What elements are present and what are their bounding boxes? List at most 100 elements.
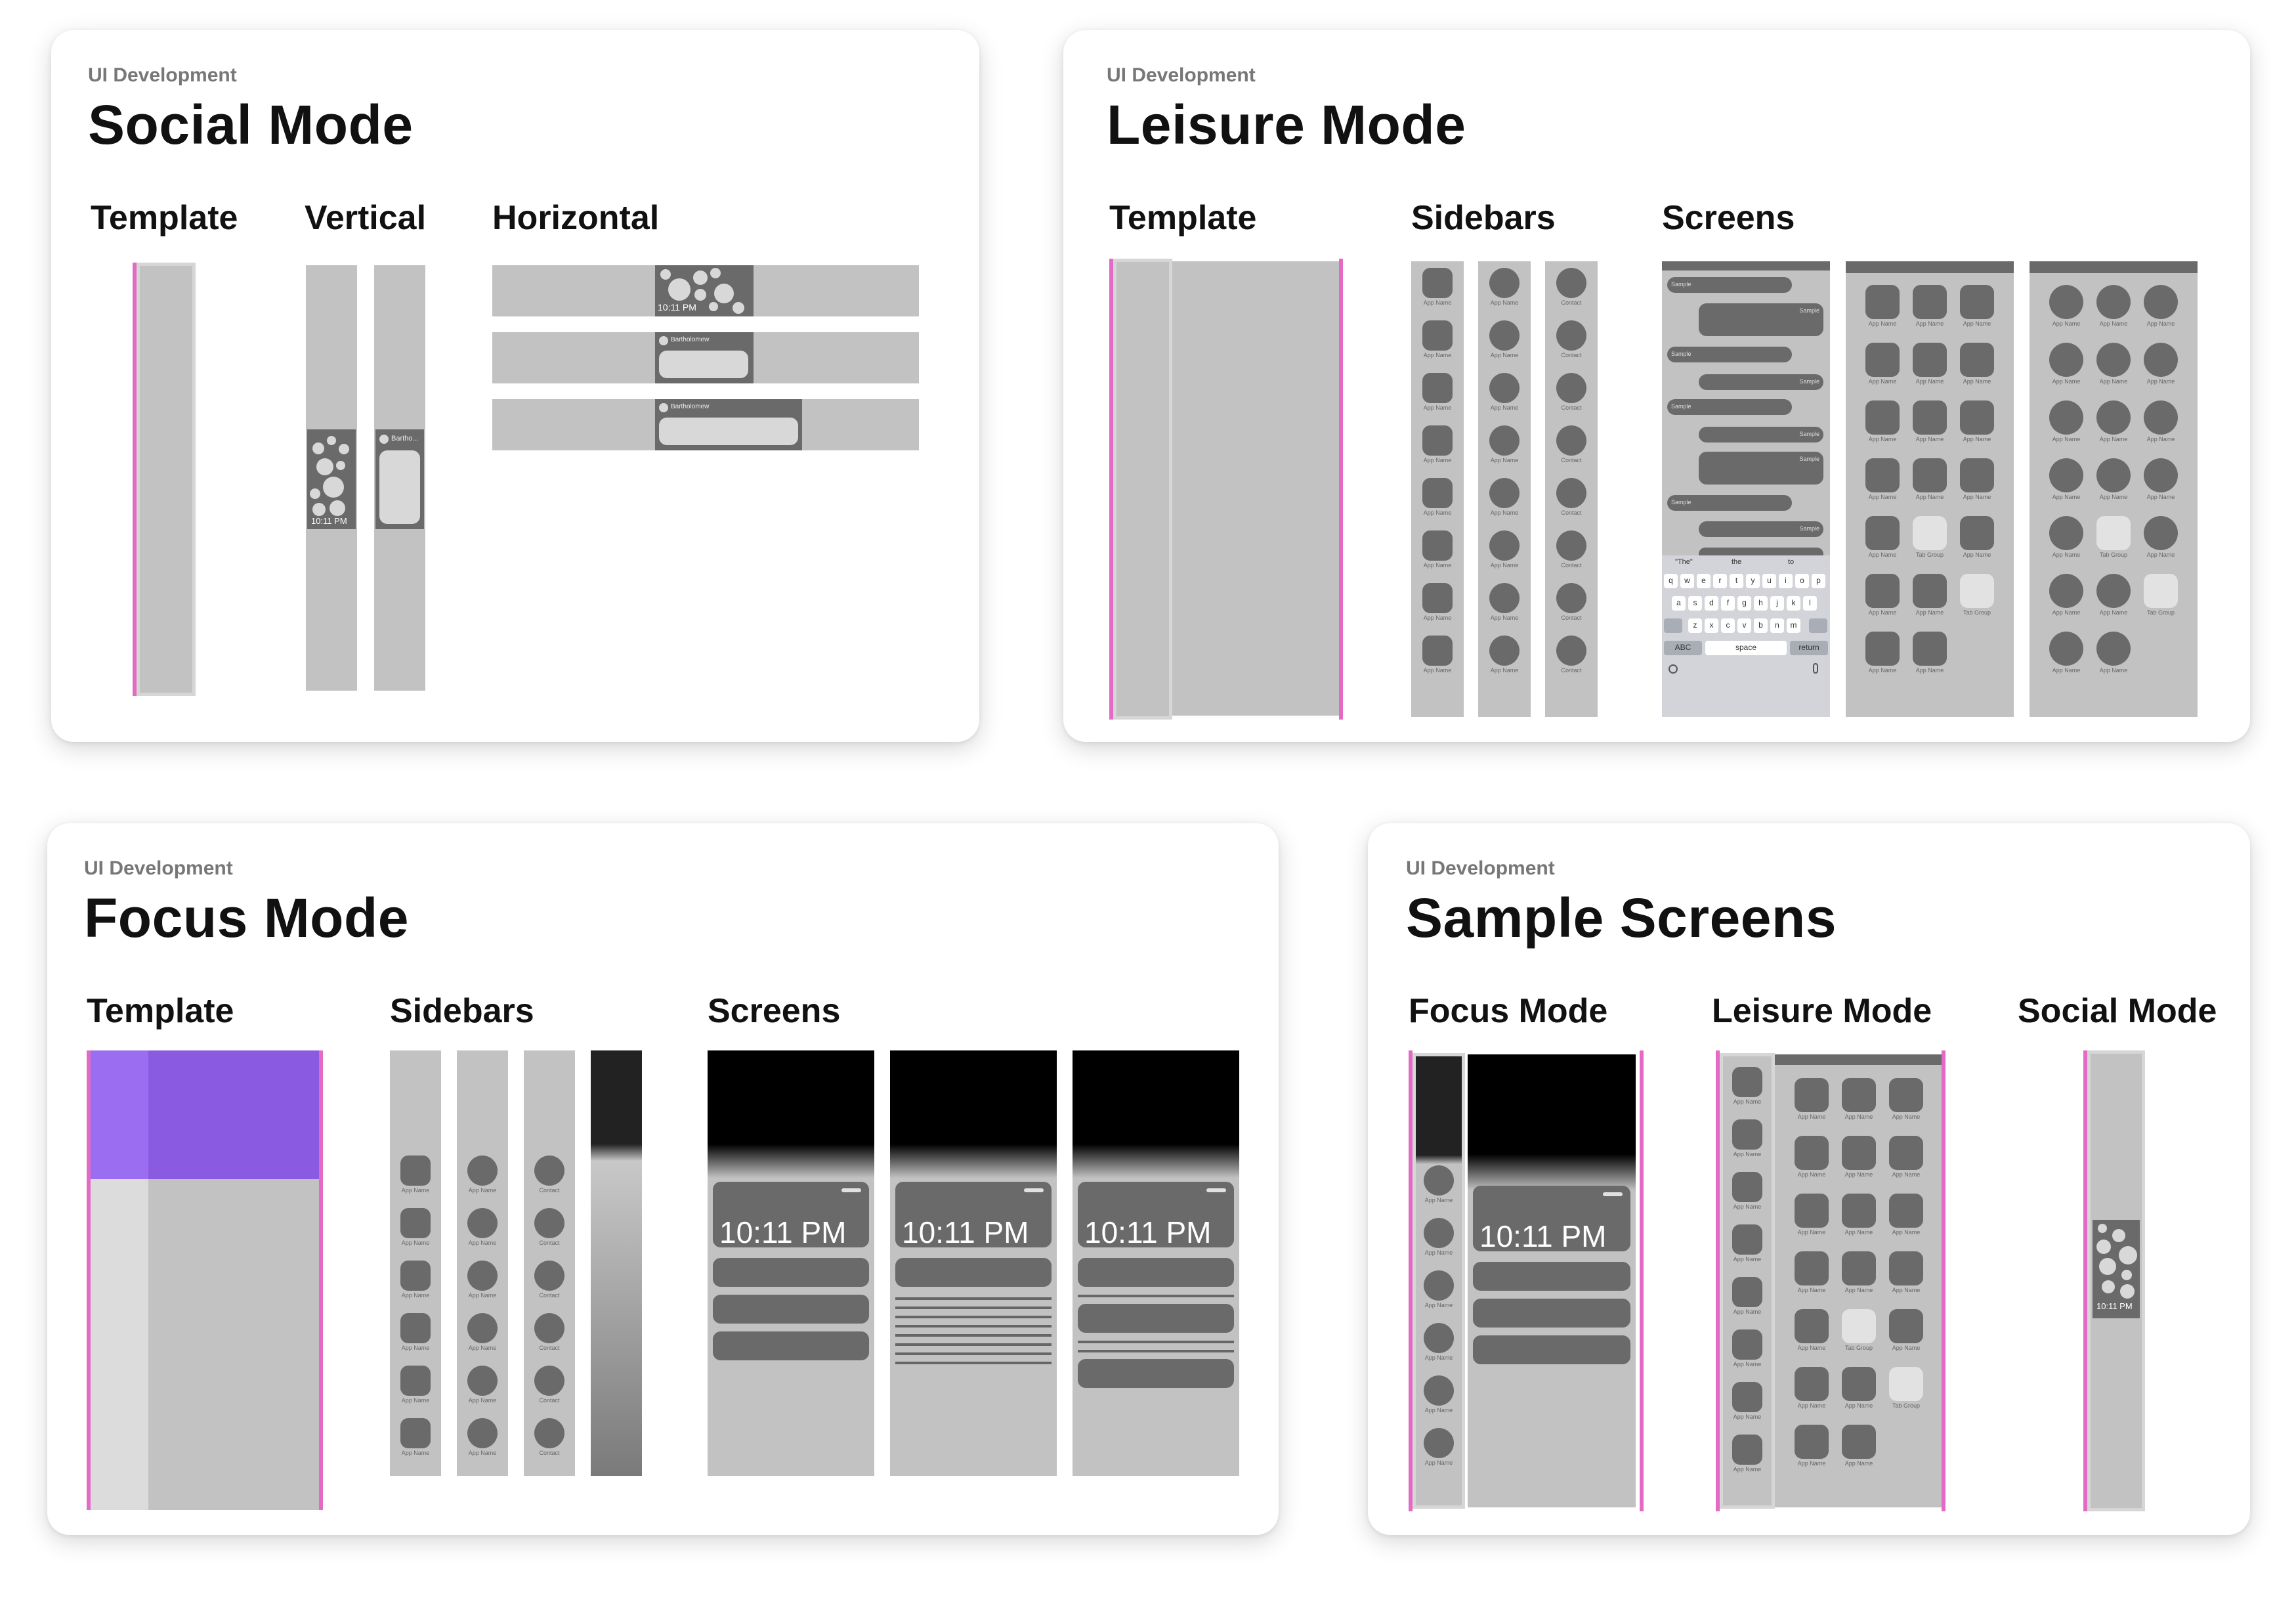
app-circle-icon[interactable]: [1556, 268, 1586, 298]
app-icon[interactable]: [2096, 400, 2131, 435]
app-icon[interactable]: [1889, 1251, 1923, 1285]
app-icon[interactable]: [1422, 530, 1453, 561]
tab-group-icon[interactable]: [1913, 516, 1947, 550]
widget-bar[interactable]: [895, 1258, 1052, 1287]
key-f[interactable]: f: [1721, 596, 1735, 611]
app-icon[interactable]: [1865, 516, 1900, 550]
app-icon[interactable]: [1732, 1277, 1762, 1307]
app-icon[interactable]: [2144, 516, 2178, 550]
app-circle-icon[interactable]: [1489, 478, 1520, 508]
tab-group-icon[interactable]: [1960, 574, 1994, 608]
app-circle-icon[interactable]: [1489, 373, 1520, 403]
app-icon[interactable]: [1913, 458, 1947, 492]
app-icon[interactable]: [2144, 400, 2178, 435]
focus-sidebar-gradient[interactable]: [591, 1050, 642, 1476]
app-icon[interactable]: [1795, 1367, 1829, 1401]
widget-bar[interactable]: [1473, 1335, 1630, 1364]
key-p[interactable]: p: [1812, 574, 1825, 588]
app-icon[interactable]: [1913, 400, 1947, 435]
app-circle-icon[interactable]: [534, 1208, 564, 1238]
suggestion[interactable]: to: [1788, 558, 1795, 566]
widget-bar[interactable]: [1473, 1299, 1630, 1328]
app-icon[interactable]: [1422, 320, 1453, 351]
app-icon[interactable]: [1732, 1435, 1762, 1465]
bubble-widget[interactable]: 10:11 PM: [307, 429, 356, 529]
app-icon[interactable]: [1842, 1251, 1876, 1285]
key-e[interactable]: e: [1697, 574, 1711, 588]
key-s[interactable]: s: [1688, 596, 1702, 611]
app-icon[interactable]: [1422, 583, 1453, 613]
app-icon[interactable]: [400, 1155, 431, 1186]
lock-widget[interactable]: [895, 1182, 1052, 1247]
key-c[interactable]: c: [1721, 618, 1735, 633]
app-icon[interactable]: [1795, 1309, 1829, 1343]
messages-screen[interactable]: Sample Sample Sample Sample Sample Sampl…: [1662, 261, 1830, 717]
app-icon[interactable]: [1842, 1425, 1876, 1459]
key-g[interactable]: g: [1737, 596, 1751, 611]
app-circle-icon[interactable]: [467, 1261, 498, 1291]
app-icon[interactable]: [1795, 1078, 1829, 1112]
app-icon[interactable]: [1732, 1067, 1762, 1097]
widget-bar[interactable]: [1078, 1304, 1234, 1333]
suggestion[interactable]: the: [1732, 558, 1742, 566]
app-circle-icon[interactable]: [1556, 373, 1586, 403]
key-q[interactable]: q: [1664, 574, 1678, 588]
app-circle-icon[interactable]: [1489, 636, 1520, 666]
app-icon[interactable]: [2096, 285, 2131, 319]
app-icon[interactable]: [1960, 285, 1994, 319]
delete-key[interactable]: [1809, 618, 1827, 633]
app-icon[interactable]: [1842, 1136, 1876, 1170]
horizontal-contact-widget[interactable]: Bartholomew: [655, 332, 754, 383]
key-w[interactable]: w: [1680, 574, 1694, 588]
focus-screen-2[interactable]: 10:11 PM: [890, 1050, 1057, 1476]
app-icon[interactable]: [400, 1208, 431, 1238]
shift-key[interactable]: [1664, 618, 1682, 633]
app-icon[interactable]: [1422, 268, 1453, 298]
app-icon[interactable]: [1889, 1078, 1923, 1112]
app-circle-icon[interactable]: [1489, 583, 1520, 613]
app-icon[interactable]: [2096, 458, 2131, 492]
app-circle-icon[interactable]: [534, 1155, 564, 1186]
app-icon[interactable]: [1732, 1329, 1762, 1360]
widget-bar[interactable]: [1473, 1262, 1630, 1291]
key-i[interactable]: i: [1779, 574, 1793, 588]
lock-widget[interactable]: [1473, 1186, 1630, 1251]
app-icon[interactable]: [1865, 343, 1900, 377]
app-circle-icon[interactable]: [467, 1208, 498, 1238]
app-icon[interactable]: [1889, 1136, 1923, 1170]
focus-screen-1[interactable]: 10:11 PM: [708, 1050, 874, 1476]
lock-widget[interactable]: [713, 1182, 869, 1247]
app-circle-icon[interactable]: [1424, 1428, 1454, 1458]
app-icon[interactable]: [2049, 632, 2083, 666]
app-circle-icon[interactable]: [1556, 636, 1586, 666]
app-circle-icon[interactable]: [534, 1313, 564, 1343]
sample-focus-screen[interactable]: 10:11 PM: [1468, 1054, 1636, 1507]
app-circle-icon[interactable]: [534, 1261, 564, 1291]
return-key[interactable]: return: [1790, 641, 1828, 655]
app-icon[interactable]: [1842, 1078, 1876, 1112]
focus-screen-3[interactable]: 10:11 PM: [1073, 1050, 1239, 1476]
app-icon[interactable]: [1865, 400, 1900, 435]
microphone-icon[interactable]: [1813, 663, 1818, 674]
app-circle-icon[interactable]: [467, 1366, 498, 1396]
app-icon[interactable]: [1422, 425, 1453, 456]
tab-group-icon[interactable]: [2096, 516, 2131, 550]
widget-bar[interactable]: [1078, 1258, 1234, 1287]
widget-bar[interactable]: [713, 1331, 869, 1360]
widget-bar[interactable]: [713, 1295, 869, 1324]
app-icon[interactable]: [1889, 1194, 1923, 1228]
app-icon[interactable]: [1889, 1309, 1923, 1343]
app-icon[interactable]: [1842, 1194, 1876, 1228]
app-icon[interactable]: [1422, 373, 1453, 403]
app-icon[interactable]: [1865, 632, 1900, 666]
sample-social-bubble-widget[interactable]: 10:11 PM: [2093, 1220, 2140, 1318]
app-icon[interactable]: [2049, 285, 2083, 319]
app-icon[interactable]: [2096, 574, 2131, 608]
app-icon[interactable]: [1865, 574, 1900, 608]
key-n[interactable]: n: [1770, 618, 1784, 633]
app-icon[interactable]: [2049, 400, 2083, 435]
app-icon[interactable]: [1732, 1119, 1762, 1150]
